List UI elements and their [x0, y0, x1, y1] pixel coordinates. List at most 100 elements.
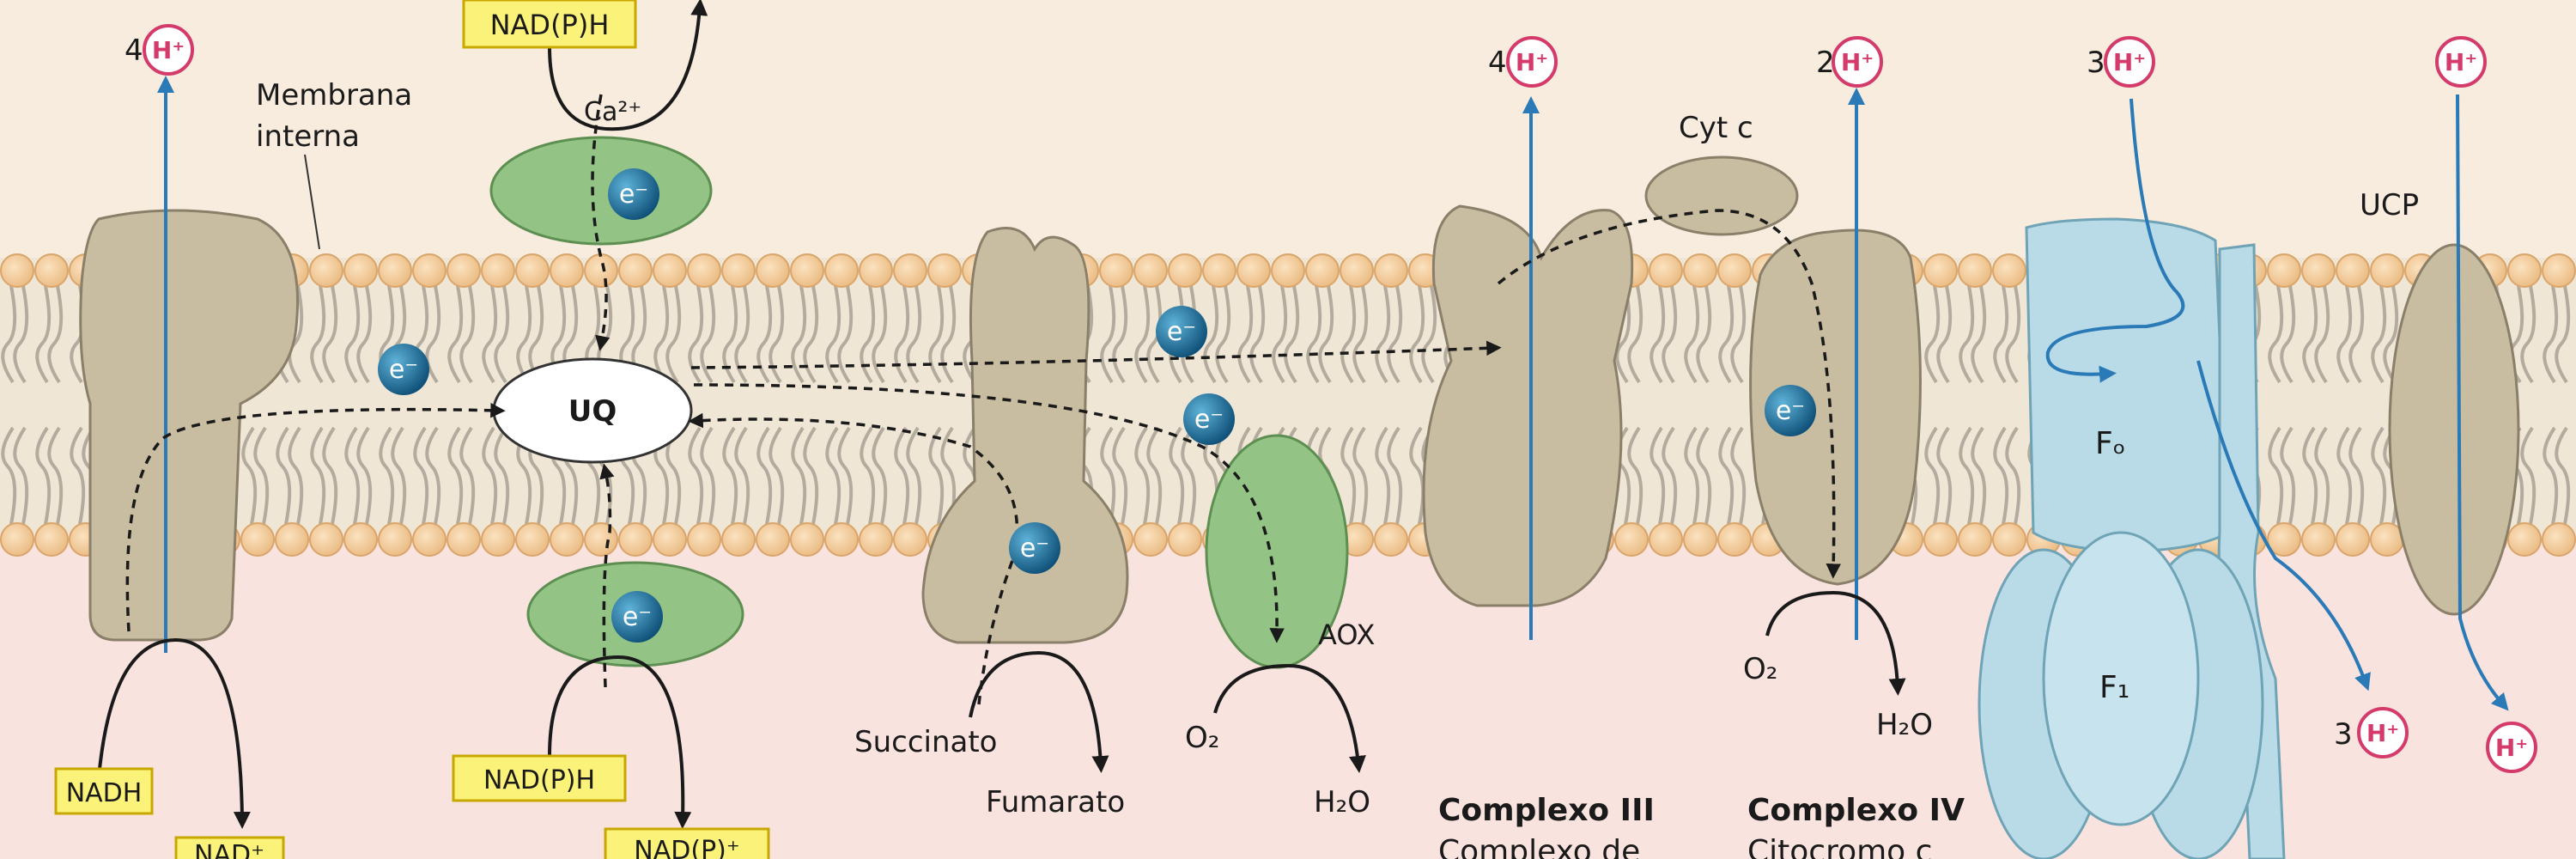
complexo-iii-subtitle: Complexo de	[1438, 834, 1640, 859]
lipid-head	[584, 522, 618, 557]
lipid-tail	[344, 426, 361, 525]
lipid-tail	[1, 426, 17, 525]
lipid-head	[550, 522, 584, 557]
lipid-tail	[1146, 426, 1163, 525]
complex-iv	[1749, 228, 1922, 586]
svg-text:H⁺: H⁺	[2495, 734, 2528, 762]
electron-badge: e⁻	[611, 591, 663, 643]
proton-pump-arrows	[157, 76, 2509, 711]
f1-label: F₁	[2099, 670, 2129, 705]
lipid-tail	[769, 426, 785, 525]
lipid-tail	[1924, 426, 1941, 525]
lipid-tail	[940, 285, 957, 384]
lipid-head	[756, 253, 790, 288]
lipid-tail	[494, 426, 510, 525]
lipid-head	[34, 522, 69, 557]
lipid-tail	[2280, 285, 2296, 384]
lipid-tail	[494, 285, 510, 384]
lipid-tail	[310, 426, 326, 525]
lipid-tail	[1134, 426, 1151, 525]
lipid-tail	[1924, 285, 1941, 384]
lipid-tail	[1421, 285, 1437, 384]
lipid-tail	[1627, 285, 1643, 384]
lipid-tail	[459, 426, 476, 525]
lipid-head	[515, 253, 550, 288]
lipid-head	[927, 253, 962, 288]
lipid-head	[1923, 253, 1958, 288]
lipid-tail	[2555, 426, 2571, 525]
lipid-tail	[276, 426, 292, 525]
intermembrane-space	[0, 0, 2576, 258]
cytochrome-c	[1644, 155, 1799, 236]
lipid-head	[859, 253, 893, 288]
lipid-head	[1168, 253, 1202, 288]
lipid-head	[653, 253, 687, 288]
lipid-tail	[1718, 426, 1735, 525]
lipid-tail	[425, 285, 441, 384]
lipid-tail	[1318, 285, 1334, 384]
proton-badge: H⁺	[2435, 36, 2487, 88]
lipid-tail	[2520, 285, 2537, 384]
nadph-top-box: NAD(P)H	[462, 0, 637, 49]
lipid-tail	[1134, 285, 1151, 384]
lipid-head	[309, 522, 343, 557]
lipid-head	[1374, 522, 1408, 557]
lipid-tail	[2302, 426, 2318, 525]
svg-text:H⁺: H⁺	[2113, 48, 2146, 76]
lipid-head	[1992, 522, 2026, 557]
lipid-head	[378, 522, 412, 557]
lipid-tail	[322, 426, 338, 525]
lipid-tail	[1340, 285, 1357, 384]
lipid-tail	[1409, 285, 1425, 384]
lipid-head	[756, 522, 790, 557]
lipid-tail	[1662, 426, 1678, 525]
lipid-tail	[700, 285, 716, 384]
nadh-box: NADH	[54, 767, 154, 815]
lipid-tail	[665, 285, 682, 384]
lipid-tail	[1649, 285, 1666, 384]
lipid-tail	[35, 426, 52, 525]
lipid-tail	[1112, 285, 1128, 384]
lipid-head	[343, 522, 378, 557]
lipid-tail	[1662, 285, 1678, 384]
lipid-tail	[928, 285, 945, 384]
lipid-head	[584, 253, 618, 288]
lipid-head	[1168, 522, 1202, 557]
lipid-tail	[2280, 426, 2296, 525]
lipid-tail	[872, 426, 888, 525]
lipid-head	[859, 522, 893, 557]
svg-text:H⁺: H⁺	[2366, 719, 2399, 747]
lipid-tail	[1971, 285, 1987, 384]
lipid-head	[378, 253, 412, 288]
nadph-bottom-box: NAD(P)H	[452, 754, 627, 802]
lipid-tail	[825, 285, 841, 384]
lipid-tail	[2555, 285, 2571, 384]
lipid-head	[0, 253, 34, 288]
lipid-tail	[2268, 426, 2284, 525]
lipid-head	[2542, 253, 2576, 288]
electron-badge: e⁻	[1183, 393, 1235, 445]
lipid-tail	[1936, 426, 1953, 525]
membrane-pointer	[304, 154, 320, 250]
lipid-tail	[1993, 426, 2009, 525]
lipid-tail	[459, 285, 476, 384]
lipid-tail	[722, 426, 738, 525]
lipid-tail	[2268, 285, 2284, 384]
lipid-tail	[1306, 285, 1322, 384]
proton-badge: H⁺	[143, 24, 194, 76]
complexo-iv-subtitle: Citocromo c	[1747, 834, 1932, 859]
lipid-tail	[2336, 285, 2353, 384]
electron-badge: e⁻	[1156, 306, 1207, 357]
lipid-tail	[1100, 285, 1116, 384]
lipid-tail	[756, 426, 773, 525]
ucp-label: UCP	[2360, 188, 2419, 222]
lipid-head	[687, 253, 721, 288]
svg-text:e⁻: e⁻	[623, 602, 652, 632]
atp-synthase-fo	[2025, 217, 2230, 553]
lipid-tail	[860, 426, 876, 525]
lipid-head	[687, 522, 721, 557]
fumarato-label: Fumarato	[986, 785, 1125, 819]
lipid-tail	[2336, 426, 2353, 525]
lipid-head	[721, 522, 756, 557]
svg-text:H⁺: H⁺	[152, 36, 185, 64]
